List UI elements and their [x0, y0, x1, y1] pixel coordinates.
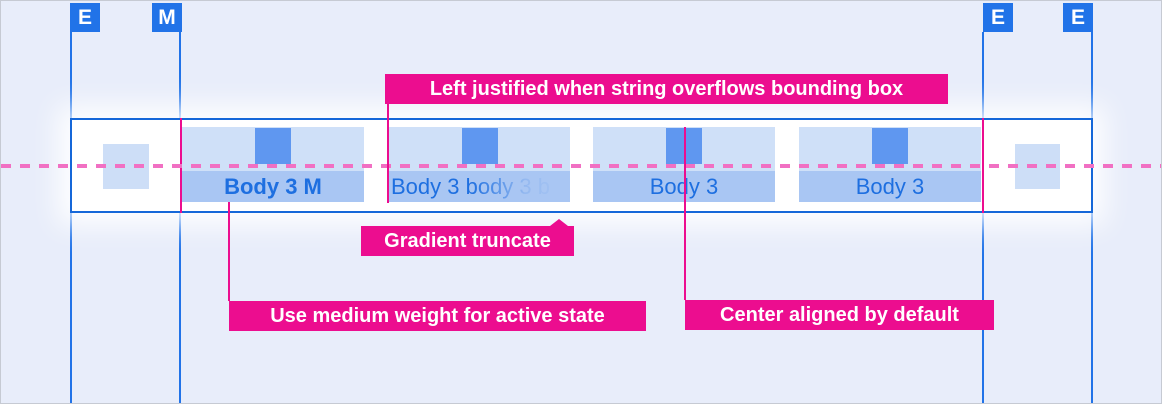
tab-item-default-2[interactable]: Body 3	[799, 127, 981, 202]
callout-arrow-up-icon	[550, 219, 568, 226]
annotation-text: Center aligned by default	[720, 303, 959, 326]
tab-item-active[interactable]: Body 3 M	[182, 127, 364, 202]
tab-item-overflow[interactable]: Body 3 body 3 b	[389, 127, 570, 202]
gradient-truncate-overlay	[470, 171, 570, 202]
leader-line-left-justified	[387, 104, 389, 203]
margin-guide-line-right-e1	[982, 32, 984, 403]
tab-label-default: Body 3	[799, 171, 981, 202]
annotation-text: Left justified when string overflows bou…	[429, 77, 904, 100]
tab-icon-area	[389, 127, 570, 171]
vertical-center-dashed-line	[1, 164, 1161, 168]
marker-letter: E	[990, 6, 1005, 29]
marker-letter: E	[1070, 6, 1085, 29]
margin-marker-m: M	[152, 3, 182, 32]
tab-label-active: Body 3 M	[182, 171, 364, 202]
annotation-medium-weight: Use medium weight for active state	[229, 301, 646, 331]
annotation-text: Use medium weight for active state	[270, 304, 605, 327]
leader-line-medium-weight	[228, 202, 230, 301]
tab-icon-placeholder	[255, 128, 291, 164]
annotation-center-aligned: Center aligned by default	[685, 300, 994, 330]
margin-guide-line-right-e2	[1091, 32, 1093, 403]
margin-guide-line-left-e	[70, 32, 72, 403]
margin-marker-e-left: E	[70, 3, 100, 32]
margin-marker-e-right2: E	[1063, 3, 1093, 32]
annotation-left-justified: Left justified when string overflows bou…	[385, 74, 948, 104]
tab-label-truncated: Body 3 body 3 b	[389, 171, 570, 202]
margin-guide-line-left-m	[179, 32, 181, 403]
annotation-gradient-truncate: Gradient truncate	[361, 219, 574, 256]
tab-icon-placeholder	[872, 128, 908, 164]
tab-icon-placeholder	[461, 128, 498, 164]
tab-icon-area	[799, 127, 981, 171]
leader-line-center-aligned	[684, 127, 686, 300]
margin-marker-e-right1: E	[983, 3, 1013, 32]
marker-letter: M	[158, 6, 176, 29]
marker-letter: E	[77, 6, 92, 29]
tab-icon-area	[182, 127, 364, 171]
annotation-text: Gradient truncate	[384, 229, 551, 252]
